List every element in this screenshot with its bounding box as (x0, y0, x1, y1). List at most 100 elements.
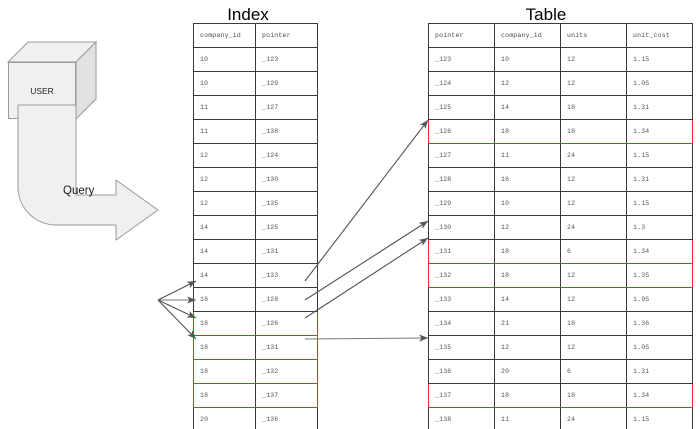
table-row[interactable]: 12_124 (193, 143, 318, 168)
table-row[interactable]: 20_136 (193, 407, 318, 429)
cell-company_id: 18 (193, 311, 256, 336)
cell-units: 18 (560, 119, 627, 144)
cell-units: 12 (560, 47, 627, 72)
cell-pointer: _125 (428, 95, 495, 120)
table-row[interactable]: 16_128 (193, 287, 318, 312)
cell-company_id: 10 (193, 71, 256, 96)
cell-units: 24 (560, 407, 627, 429)
cell-pointer: _127 (255, 95, 318, 120)
cell-company_id: 12 (193, 143, 256, 168)
column-header-company_id: company_id (193, 23, 256, 48)
table-row[interactable]: 18_126 (193, 311, 318, 336)
cell-pointer: _127 (428, 143, 495, 168)
cell-pointer: _136 (255, 407, 318, 429)
cell-company_id: 12 (494, 71, 561, 96)
cell-pointer: _129 (428, 191, 495, 216)
cell-pointer: _136 (428, 359, 495, 384)
query-arrow-shape (17, 104, 159, 241)
cell-units: 18 (560, 311, 627, 336)
cell-units: 18 (560, 95, 627, 120)
cell-pointer: _123 (428, 47, 495, 72)
cell-company_id: 11 (193, 95, 256, 120)
cell-pointer: _135 (255, 191, 318, 216)
cell-company_id: 14 (494, 95, 561, 120)
cell-pointer: _131 (255, 239, 318, 264)
cell-company_id: 18 (494, 239, 561, 264)
cell-pointer: _137 (255, 383, 318, 408)
cell-company_id: 14 (193, 239, 256, 264)
cell-company_id: 10 (494, 191, 561, 216)
cell-pointer: _131 (255, 335, 318, 360)
table-row[interactable]: 14_125 (193, 215, 318, 240)
cell-company_id: 20 (494, 359, 561, 384)
cell-unit_cost: 1.34 (626, 119, 693, 144)
cell-unit_cost: 1.3 (626, 215, 693, 240)
cell-pointer: _124 (428, 71, 495, 96)
column-header-pointer: pointer (255, 23, 318, 48)
cell-pointer: _133 (428, 287, 495, 312)
cell-units: 12 (560, 71, 627, 96)
cell-company_id: 16 (193, 287, 256, 312)
cell-pointer: _134 (428, 311, 495, 336)
cell-units: 12 (560, 191, 627, 216)
table-row[interactable]: 11_138 (193, 119, 318, 144)
table-row[interactable]: 14_131 (193, 239, 318, 264)
cell-company_id: 14 (494, 287, 561, 312)
table-row[interactable]: 12_130 (193, 167, 318, 192)
cell-company_id: 18 (494, 383, 561, 408)
query-block-arrow (17, 104, 198, 241)
cell-pointer: _126 (255, 311, 318, 336)
table-row[interactable]: 10_129 (193, 71, 318, 96)
table-row[interactable]: 18_137 (193, 383, 318, 408)
cell-company_id: 12 (193, 191, 256, 216)
cell-units: 12 (560, 335, 627, 360)
cell-unit_cost: 1.31 (626, 167, 693, 192)
cell-pointer: _123 (255, 47, 318, 72)
table-row[interactable]: 18_131 (193, 335, 318, 360)
cell-unit_cost: 1.05 (626, 335, 693, 360)
column-header-units: units (560, 23, 627, 48)
cell-company_id: 16 (494, 167, 561, 192)
table-row[interactable]: 14_133 (193, 263, 318, 288)
cell-company_id: 18 (193, 335, 256, 360)
table-row[interactable]: 10_123 (193, 47, 318, 72)
cell-unit_cost: 1.05 (626, 71, 693, 96)
cell-company_id: 12 (494, 215, 561, 240)
cell-company_id: 11 (193, 119, 256, 144)
cell-units: 6 (560, 359, 627, 384)
cell-pointer: _128 (255, 287, 318, 312)
cell-pointer: _138 (428, 407, 495, 429)
cell-pointer: _132 (428, 263, 495, 288)
column-header-company_id: company_id (494, 23, 561, 48)
cell-pointer: _135 (428, 335, 495, 360)
cell-pointer: _130 (255, 167, 318, 192)
index-to-table-arrows (304, 119, 429, 342)
cell-pointer: _133 (255, 263, 318, 288)
query-to-index-arrows (157, 280, 197, 340)
cell-company_id: 20 (193, 407, 256, 429)
cell-company_id: 18 (494, 263, 561, 288)
table-row[interactable]: 11_127 (193, 95, 318, 120)
table-row[interactable]: 18_132 (193, 359, 318, 384)
table-row[interactable]: 12_135 (193, 191, 318, 216)
